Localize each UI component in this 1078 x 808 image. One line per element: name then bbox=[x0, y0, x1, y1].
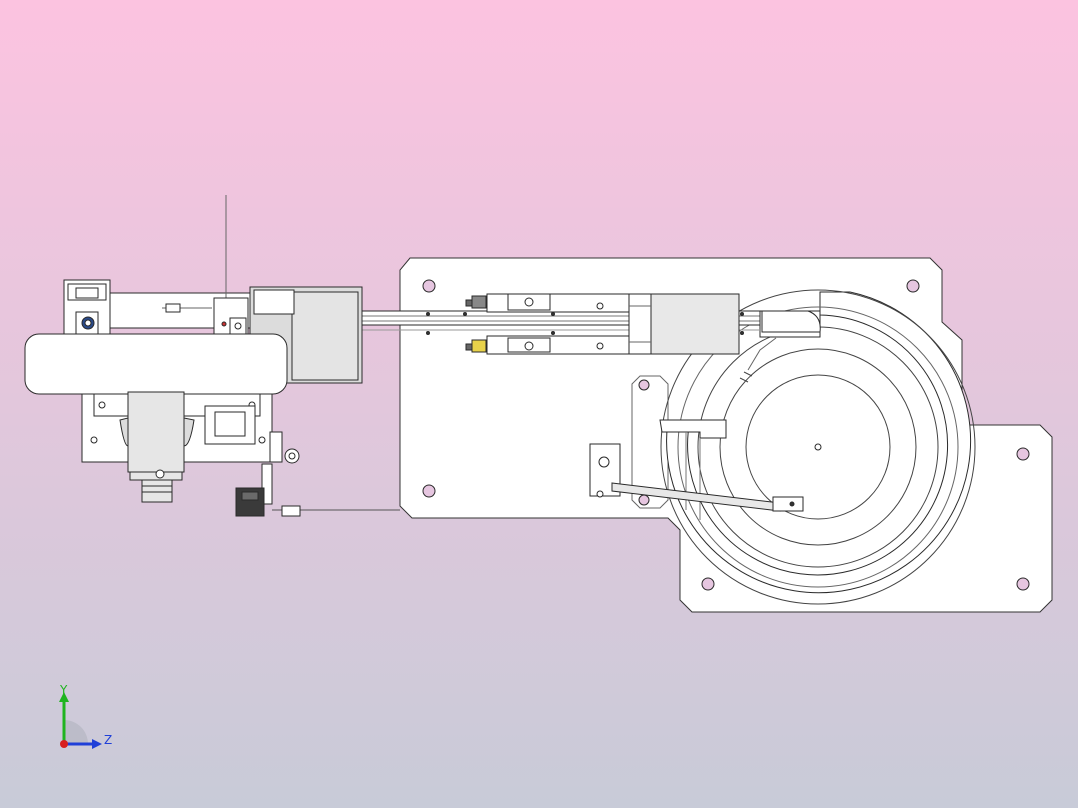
mount-hole bbox=[1016, 447, 1030, 461]
mount-hole bbox=[638, 379, 650, 391]
mount-hole bbox=[638, 494, 650, 506]
servo-motor[interactable] bbox=[650, 293, 740, 355]
coordinate-triad: Y Z bbox=[59, 684, 112, 749]
pusher-arm[interactable] bbox=[589, 443, 804, 512]
triad-z-label: Z bbox=[104, 733, 112, 747]
bowl-center-icon bbox=[814, 443, 822, 451]
pusher-tip[interactable] bbox=[772, 496, 804, 512]
pick-head-assembly[interactable] bbox=[24, 195, 400, 517]
mount-hole bbox=[422, 484, 436, 498]
mount-hole bbox=[701, 577, 715, 591]
mount-hole bbox=[1016, 577, 1030, 591]
vibratory-bowl-feeder[interactable] bbox=[659, 289, 976, 605]
air-fitting-yellow bbox=[471, 339, 487, 353]
mount-hole bbox=[422, 279, 436, 293]
gripper-cylinder[interactable] bbox=[127, 391, 185, 473]
triad-y-label: Y bbox=[59, 684, 68, 697]
mount-hole bbox=[906, 279, 920, 293]
linear-actuator[interactable] bbox=[465, 293, 740, 355]
